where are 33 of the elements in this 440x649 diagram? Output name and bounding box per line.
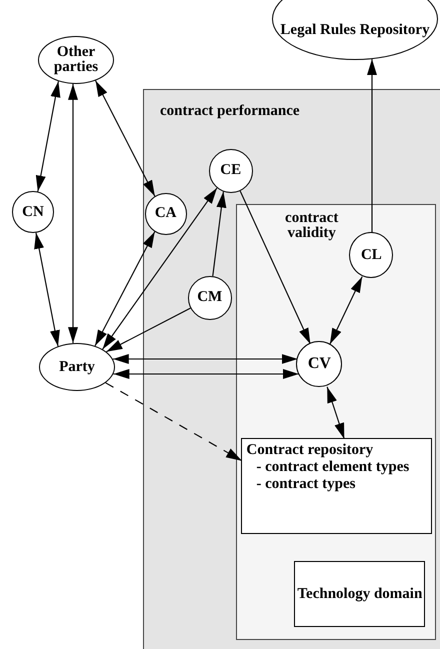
arrow (112, 354, 298, 364)
arrow (240, 190, 311, 344)
arrow (68, 84, 78, 344)
list-item: - contract element types (255, 460, 410, 476)
process-circle: CL (349, 232, 394, 278)
entity-ellipse: Other parties (38, 36, 114, 84)
region-box (143, 89, 440, 649)
region-box (236, 204, 436, 640)
arrow (329, 276, 363, 344)
domain-box: Technology domain (294, 561, 426, 628)
arrow (212, 192, 226, 276)
process-circle: CE (208, 148, 253, 193)
arrow (367, 59, 377, 233)
repository-box (241, 438, 432, 534)
entity-ellipse: Party (39, 343, 115, 391)
arrow (326, 386, 345, 440)
region-label: contract performance (160, 104, 300, 119)
arrow (106, 308, 191, 352)
repository-ellipse: Legal Rules Repository (272, 0, 438, 60)
arrow (95, 80, 156, 196)
process-circle: CV (296, 341, 342, 388)
arrow (34, 232, 60, 346)
process-circle: CN (12, 191, 54, 233)
process-circle: CM (188, 276, 232, 320)
arrow (113, 369, 299, 379)
arrow (36, 81, 60, 192)
process-circle: CA (144, 192, 187, 235)
list-item: - contract types (255, 476, 357, 493)
dashed-arrow (105, 382, 242, 462)
region-label: contract validity (284, 210, 340, 241)
arrow (102, 188, 218, 350)
arrow (94, 231, 156, 346)
box-heading: Contract repository (246, 443, 374, 460)
